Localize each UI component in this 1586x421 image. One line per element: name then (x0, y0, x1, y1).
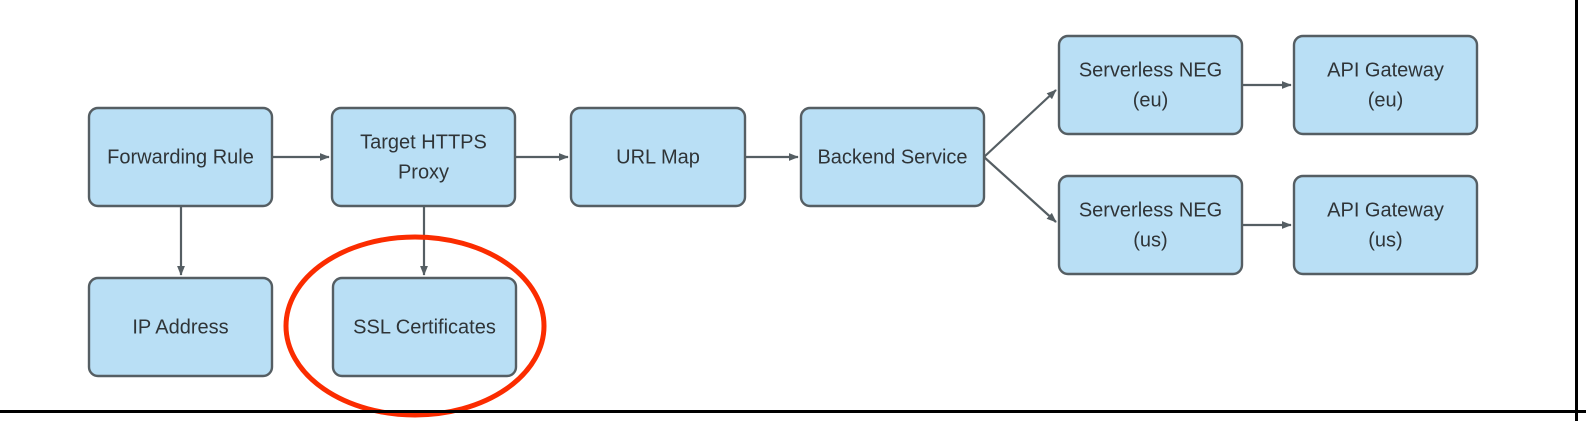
serverless-neg-us-label-line2: (us) (1133, 229, 1167, 251)
forwarding-rule-box[interactable] (87, 106, 274, 208)
api-gateway-eu-box[interactable] (1292, 34, 1479, 136)
backend-service-box[interactable] (799, 106, 986, 208)
node-layer: Forwarding Rule Target HTTPS Proxy URL M… (87, 34, 1479, 378)
node-ssl-certificates[interactable]: SSL Certificates (331, 276, 518, 378)
api-gateway-us-box[interactable] (1292, 174, 1479, 276)
target-https-proxy-box[interactable] (330, 106, 517, 208)
node-serverless-neg-us[interactable]: Serverless NEG (us) (1057, 174, 1244, 276)
forwarding-rule-label: Forwarding Rule (107, 146, 254, 168)
node-ip-address[interactable]: IP Address (87, 276, 274, 378)
url-map-box[interactable] (569, 106, 747, 208)
target-https-proxy-label-line1: Target HTTPS (360, 131, 487, 153)
serverless-neg-eu-box[interactable] (1057, 34, 1244, 136)
serverless-neg-us-label-line1: Serverless NEG (1079, 199, 1222, 221)
node-serverless-neg-eu[interactable]: Serverless NEG (eu) (1057, 34, 1244, 136)
annotation-layer (283, 234, 547, 418)
api-gateway-us-label-line2: (us) (1368, 229, 1402, 251)
node-backend-service[interactable]: Backend Service (799, 106, 986, 208)
serverless-neg-eu-label-line2: (eu) (1133, 89, 1169, 111)
node-url-map[interactable]: URL Map (569, 106, 747, 208)
ssl-certificates-highlight-ellipse (283, 234, 547, 418)
serverless-neg-us-box[interactable] (1057, 174, 1244, 276)
ssl-certificates-label: SSL Certificates (353, 316, 496, 338)
api-gateway-eu-label-line1: API Gateway (1327, 59, 1444, 81)
target-https-proxy-label-line2: Proxy (398, 161, 449, 183)
edge-backend-service-to-serverless-neg-eu (983, 89, 1057, 158)
api-gateway-eu-label-line2: (eu) (1368, 89, 1404, 111)
ssl-certificates-box[interactable] (331, 276, 518, 378)
serverless-neg-eu-label-line1: Serverless NEG (1079, 59, 1222, 81)
api-gateway-us-label-line1: API Gateway (1327, 199, 1444, 221)
edge-backend-service-to-serverless-neg-us (983, 156, 1057, 223)
node-target-https-proxy[interactable]: Target HTTPS Proxy (330, 106, 517, 208)
node-forwarding-rule[interactable]: Forwarding Rule (87, 106, 274, 208)
backend-service-label: Backend Service (817, 146, 967, 168)
node-api-gateway-us[interactable]: API Gateway (us) (1292, 174, 1479, 276)
node-api-gateway-eu[interactable]: API Gateway (eu) (1292, 34, 1479, 136)
url-map-label: URL Map (616, 146, 700, 168)
ip-address-box[interactable] (87, 276, 274, 378)
ip-address-label: IP Address (132, 316, 228, 338)
edge-layer (177, 81, 1292, 276)
